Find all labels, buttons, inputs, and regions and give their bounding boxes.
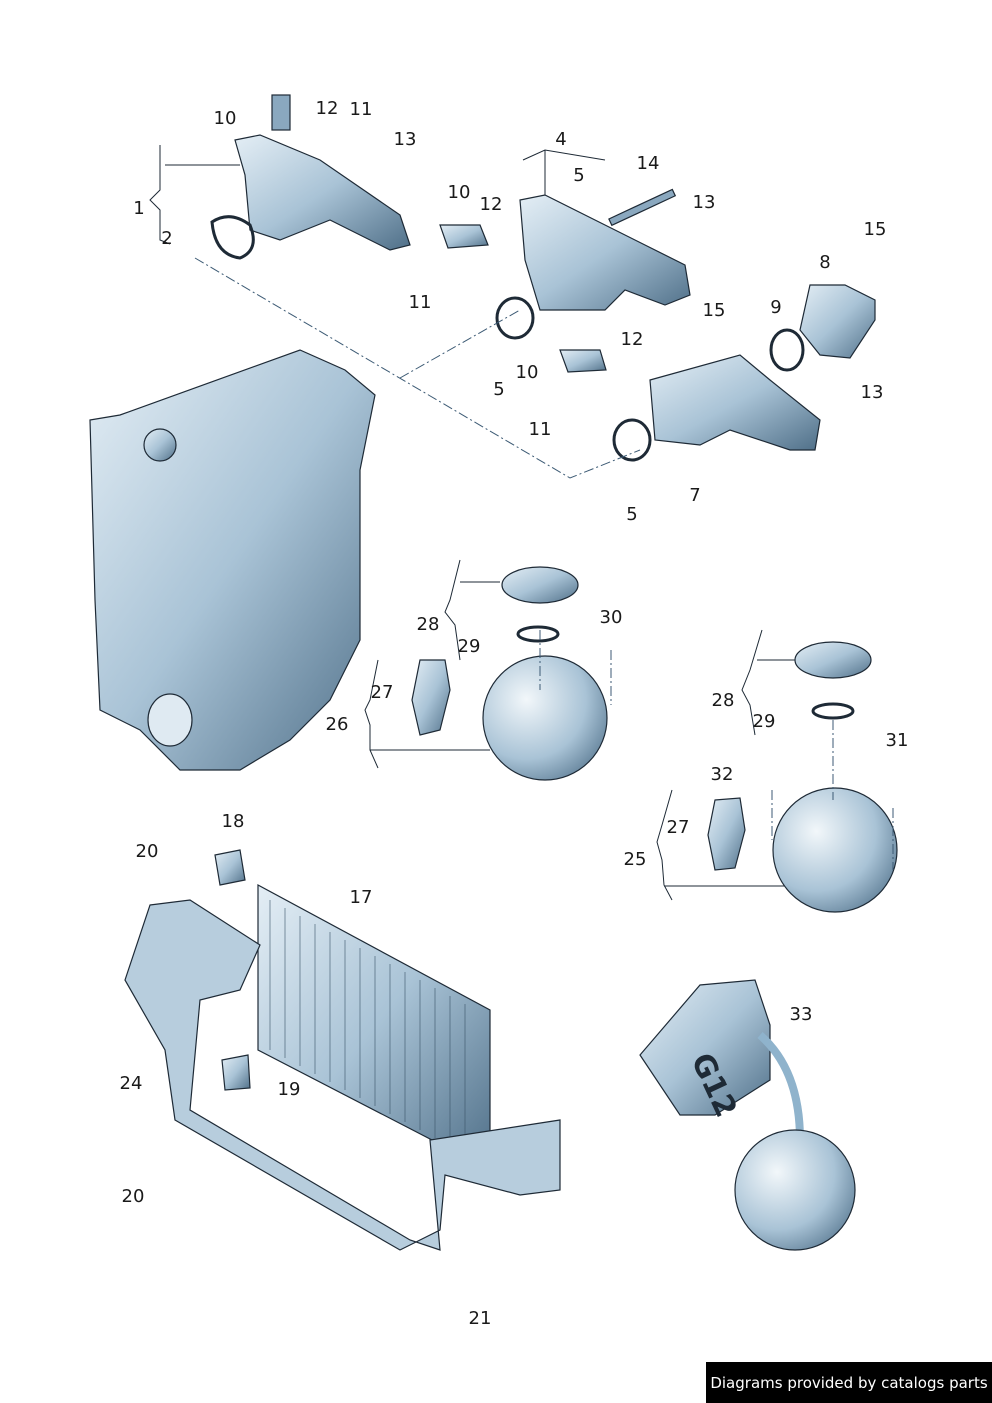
callout-5: 5 [573,165,585,186]
callout-30: 30 [599,607,623,628]
callout-31: 31 [885,730,909,751]
callout-27: 27 [370,682,394,703]
callout-19: 19 [277,1079,301,1100]
callout-13: 13 [393,129,417,150]
callout-1: 1 [133,198,145,219]
engine-oil-cap [143,428,177,462]
gasket-2 [210,215,255,260]
callout-29: 29 [457,636,481,657]
coolant-flange-7 [649,354,821,451]
callout-28: 28 [416,614,440,635]
callout-10: 10 [213,108,237,129]
expansion-tank-refill [734,1129,856,1251]
coolant-bottle-33 [639,979,771,1116]
sender-10 [439,224,489,249]
callout-21: 21 [468,1308,492,1329]
callout-5: 5 [626,504,638,525]
engine-block [89,349,376,771]
callout-32: 32 [710,764,734,785]
callout-12: 12 [620,329,644,350]
radiator-17 [257,883,491,1171]
callout-24: 24 [119,1073,143,1094]
bracket-18 [214,849,246,886]
expansion-tank-26 [482,655,608,781]
callout-27: 27 [666,817,690,838]
tank-cap-28 [501,566,579,604]
callout-11: 11 [408,292,432,313]
callout-11: 11 [528,419,552,440]
callout-14: 14 [636,153,660,174]
coolant-flange-1 [234,134,411,251]
callout-20: 20 [121,1186,145,1207]
callout-10: 10 [515,362,539,383]
callout-25: 25 [623,849,647,870]
callout-28: 28 [711,690,735,711]
callout-7: 7 [689,485,701,506]
callout-5: 5 [493,379,505,400]
bracket-27b [707,797,746,871]
callout-15: 15 [702,300,726,321]
sender-10b [559,349,607,373]
lock-carrier-24 [124,899,561,1251]
callout-15: 15 [863,219,887,240]
callout-9: 9 [770,297,782,318]
callout-29: 29 [752,711,776,732]
coolant-flange-4 [519,194,691,311]
callout-4: 4 [555,129,567,150]
bracket-19 [221,1054,251,1091]
callout-33: 33 [789,1004,813,1025]
callout-17: 17 [349,887,373,908]
callout-20: 20 [135,841,159,862]
expansion-tank-25 [772,787,898,913]
callout-13: 13 [860,382,884,403]
callout-18: 18 [221,811,245,832]
callout-10: 10 [447,182,471,203]
bracket-27 [411,659,451,736]
coolant-flange-8 [799,284,876,359]
callout-12: 12 [479,194,503,215]
callout-26: 26 [325,714,349,735]
callout-13: 13 [692,192,716,213]
tank-cap-28b [794,641,872,679]
credit-banner: Diagrams provided by catalogs parts [706,1362,992,1403]
callout-11: 11 [349,99,373,120]
callout-8: 8 [819,252,831,273]
callout-2: 2 [161,228,173,249]
callout-12: 12 [315,98,339,119]
